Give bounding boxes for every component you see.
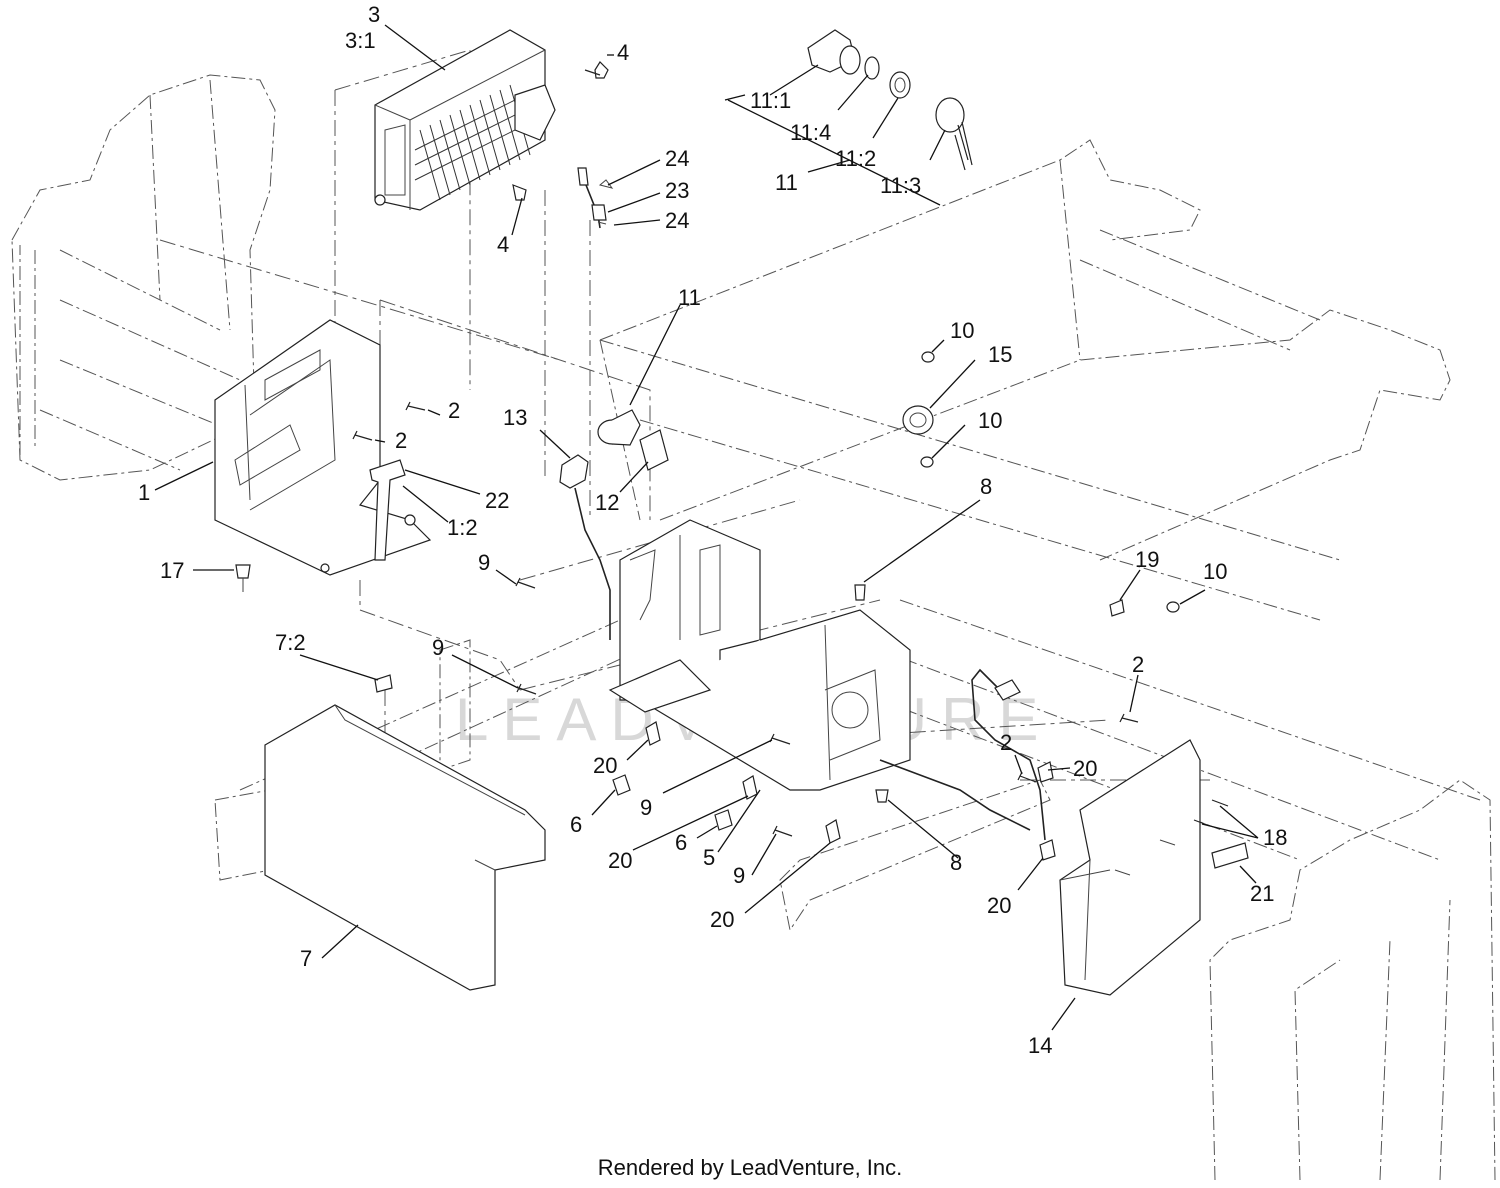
switch-13 bbox=[559, 454, 611, 640]
bolt-2-c bbox=[1119, 713, 1139, 723]
key-switch-11 bbox=[597, 409, 641, 446]
rendered-by-footer: Rendered by LeadVenture, Inc. bbox=[598, 1155, 903, 1180]
clip-6-b bbox=[714, 809, 733, 831]
leader-lines bbox=[154, 24, 1259, 1031]
callout-24-bottom: 24 bbox=[665, 208, 689, 233]
callout-20-c: 20 bbox=[608, 848, 632, 873]
grommet-15 bbox=[902, 405, 934, 435]
callout-21: 21 bbox=[1250, 881, 1274, 906]
callout-20-e: 20 bbox=[710, 907, 734, 932]
right-seat-phantom bbox=[1209, 779, 1496, 1181]
callout-13: 13 bbox=[503, 405, 527, 430]
callout-23: 23 bbox=[665, 178, 689, 203]
clip-20-c bbox=[825, 819, 841, 844]
callout-6-b: 6 bbox=[675, 830, 687, 855]
callout-17: 17 bbox=[160, 558, 184, 583]
cover-14 bbox=[1059, 739, 1201, 996]
callout-11-2: 11:2 bbox=[835, 146, 876, 171]
callout-9-b: 9 bbox=[432, 635, 444, 660]
nut-10-c bbox=[1166, 601, 1180, 613]
main-frame-phantom bbox=[599, 139, 1481, 861]
strap-22 bbox=[369, 459, 406, 561]
controller-module bbox=[374, 29, 556, 211]
callout-10-top: 10 bbox=[950, 318, 974, 343]
callout-2-a: 2 bbox=[448, 398, 460, 423]
callout-1: 1 bbox=[138, 480, 150, 505]
callout-8-top: 8 bbox=[980, 474, 992, 499]
callout-24-top: 24 bbox=[665, 146, 689, 171]
callout-4-bottom: 4 bbox=[497, 232, 509, 257]
callout-2-b: 2 bbox=[395, 428, 407, 453]
callout-2-d: 2 bbox=[1000, 730, 1012, 755]
callout-4-top: 4 bbox=[617, 40, 629, 65]
callouts: 3 3:1 4 24 23 24 4 11:1 11:4 11:2 11:3 1… bbox=[138, 2, 1287, 1058]
screw-4-bottom bbox=[512, 184, 527, 201]
screw-4-top bbox=[584, 61, 609, 79]
callout-12: 12 bbox=[595, 490, 619, 515]
bolt-2-a bbox=[405, 401, 426, 411]
callout-22: 22 bbox=[485, 488, 509, 513]
bracket-12 bbox=[639, 429, 669, 471]
callout-20-b: 20 bbox=[1073, 756, 1097, 781]
bolt-9-b bbox=[516, 683, 537, 695]
callout-18: 18 bbox=[1263, 825, 1287, 850]
callout-5: 5 bbox=[703, 845, 715, 870]
callout-3: 3 bbox=[368, 2, 380, 27]
callout-7: 7 bbox=[300, 946, 312, 971]
callout-14: 14 bbox=[1028, 1033, 1052, 1058]
cover-7 bbox=[264, 704, 546, 991]
callout-1-2: 1:2 bbox=[447, 515, 478, 540]
callout-8-bottom: 8 bbox=[950, 850, 962, 875]
clip-20-e bbox=[1039, 839, 1056, 861]
callout-11-group: 11 bbox=[775, 170, 798, 195]
callout-11-1: 11:1 bbox=[750, 88, 791, 113]
clip-6-a bbox=[612, 774, 631, 796]
callout-19: 19 bbox=[1135, 547, 1159, 572]
callout-20-a: 20 bbox=[593, 753, 617, 778]
callout-7-2: 7:2 bbox=[275, 630, 306, 655]
bolt-8-bottom bbox=[875, 789, 889, 803]
bolt-9-a bbox=[515, 577, 536, 589]
callout-9-a: 9 bbox=[478, 550, 490, 575]
left-seat-phantom bbox=[11, 74, 276, 481]
callout-11: 11 bbox=[678, 285, 701, 310]
bolt-17 bbox=[235, 564, 251, 592]
callout-11-3: 11:3 bbox=[880, 173, 921, 198]
nut-10-a bbox=[921, 351, 935, 363]
callout-10-right: 10 bbox=[1203, 559, 1227, 584]
battery-cable bbox=[879, 668, 1046, 841]
battery-box-5 bbox=[608, 519, 911, 791]
callout-6-a: 6 bbox=[570, 812, 582, 837]
callout-15: 15 bbox=[988, 342, 1012, 367]
nut-10-b bbox=[920, 456, 934, 468]
callout-9-c: 9 bbox=[640, 795, 652, 820]
label-7-2 bbox=[374, 674, 393, 693]
callout-20-d: 20 bbox=[987, 893, 1011, 918]
callout-11-4: 11:4 bbox=[790, 120, 831, 145]
bolt-8-top bbox=[854, 584, 866, 601]
callout-2-c: 2 bbox=[1132, 652, 1144, 677]
clip-20-b bbox=[742, 775, 758, 800]
callout-3-1: 3:1 bbox=[345, 28, 376, 53]
key-switch-exploded bbox=[807, 29, 973, 171]
part-19 bbox=[1109, 599, 1125, 617]
fuse-holder bbox=[577, 167, 614, 229]
callout-10-mid: 10 bbox=[978, 408, 1002, 433]
decal-21 bbox=[1211, 842, 1249, 869]
bolt-2-b bbox=[352, 430, 373, 441]
clip-20-a bbox=[645, 721, 661, 746]
clip-20-d bbox=[1037, 761, 1054, 783]
bolt-9-d bbox=[772, 825, 793, 837]
callout-9-d: 9 bbox=[733, 863, 745, 888]
